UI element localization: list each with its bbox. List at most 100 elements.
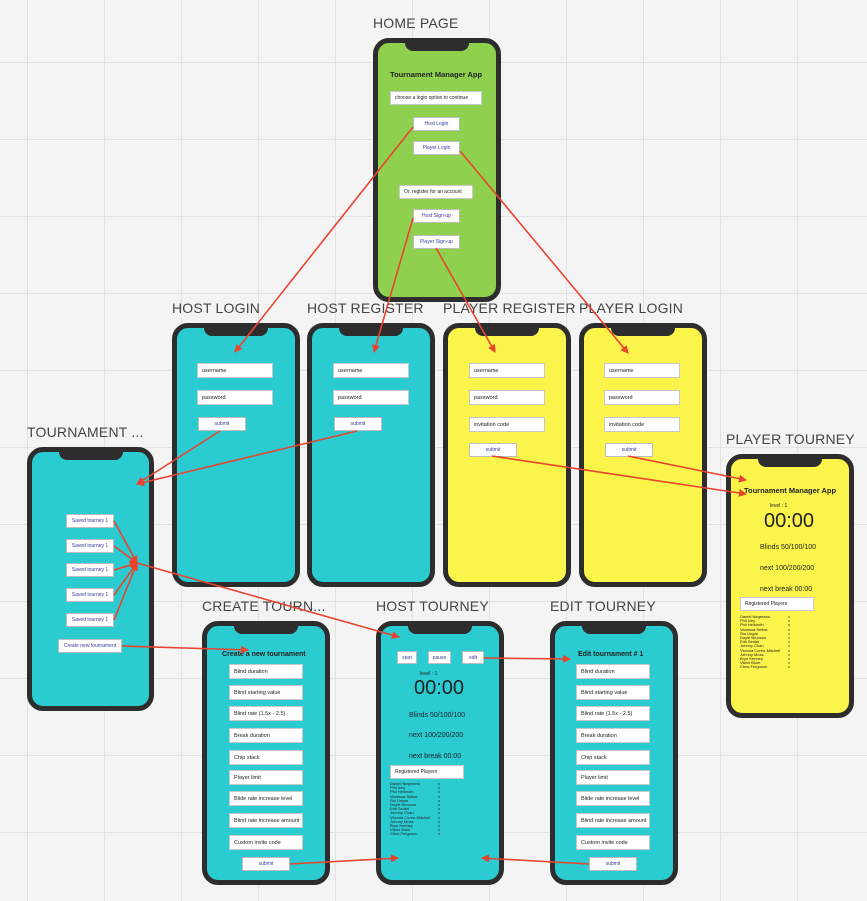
player-login-button[interactable]: Player Login: [413, 141, 460, 155]
custom-invite-code-field[interactable]: Custom invite code: [229, 835, 303, 850]
blind-starting-value-field[interactable]: Blind starting value: [576, 685, 650, 700]
next-blinds-text: next 100/200/200: [409, 732, 464, 739]
password-field[interactable]: password: [469, 390, 545, 405]
title-host-register: HOST REGISTER: [307, 300, 424, 316]
player-limit-field[interactable]: Player limit: [576, 770, 650, 785]
password-field[interactable]: password: [604, 390, 680, 405]
blind-rate-field[interactable]: Blind rate (1.5x - 2.5): [576, 706, 650, 721]
username-field[interactable]: username: [469, 363, 545, 378]
saved-tourney-button[interactable]: Saved tourney 1: [66, 563, 114, 577]
blind-duration-field[interactable]: Blind duration: [229, 664, 303, 679]
invitation-code-field[interactable]: invitation code: [469, 417, 545, 432]
username-field[interactable]: username: [604, 363, 680, 378]
edit-button[interactable]: edit: [462, 651, 484, 664]
player-tourney-phone: [726, 454, 854, 718]
submit-button[interactable]: submit: [242, 857, 290, 871]
title-host-tourney: HOST TOURNEY: [376, 598, 489, 614]
submit-button[interactable]: submit: [334, 417, 382, 431]
next-break-text: next break 00:00: [409, 753, 462, 760]
edit-title: Edit tournament # 1: [578, 651, 644, 658]
saved-tourney-button[interactable]: Saved tourney 1: [66, 539, 114, 553]
submit-button[interactable]: submit: [469, 443, 517, 457]
blind-starting-value-field[interactable]: Blind starting value: [229, 685, 303, 700]
host-tourney-phone: [376, 621, 504, 885]
choose-login-text: choose a login option to continue: [390, 91, 482, 105]
saved-tourney-button[interactable]: Saved tourney 1: [66, 588, 114, 602]
phone-notch: [582, 626, 646, 634]
timer-display: 00:00: [764, 510, 815, 532]
blind-rate-increase-amount-field[interactable]: Blind rate increase amount: [229, 813, 303, 828]
submit-button[interactable]: submit: [198, 417, 246, 431]
blind-rate-field[interactable]: Blind rate (1.5x - 2.5): [229, 706, 303, 721]
next-blinds-text: next 100/200/200: [760, 565, 815, 572]
host-login-button[interactable]: Host Login: [413, 117, 460, 131]
phone-notch: [611, 328, 675, 336]
create-new-tournament-button[interactable]: Create new tournament: [58, 639, 122, 653]
submit-button[interactable]: submit: [589, 857, 637, 871]
saved-tourney-button[interactable]: Saved tourney 1: [66, 613, 114, 627]
password-field[interactable]: password: [333, 390, 409, 405]
home-app-title: Tournament Manager App: [390, 70, 483, 79]
create-title: Create a new tournament: [222, 651, 306, 658]
next-break-text: next break 00:00: [760, 586, 813, 593]
title-player-register: PLAYER REGISTER: [443, 300, 576, 316]
phone-notch: [758, 459, 822, 467]
custom-invite-code-field[interactable]: Custom invite code: [576, 835, 650, 850]
player-signup-button[interactable]: Player Sign-up: [413, 235, 460, 249]
timer-display: 00:00: [414, 677, 465, 699]
player-app-title: Tournament Manager App: [744, 486, 837, 495]
phone-notch: [408, 626, 472, 634]
player-limit-field[interactable]: Player limit: [229, 770, 303, 785]
password-field[interactable]: password: [197, 390, 273, 405]
title-player-tourney: PLAYER TOURNEY: [726, 431, 855, 447]
level-text: level : 1: [770, 503, 788, 509]
title-create-tournament: CREATE TOURN...: [202, 598, 326, 614]
invitation-code-field[interactable]: invitation code: [604, 417, 680, 432]
phone-notch: [339, 328, 403, 336]
blind-rate-increase-level-field[interactable]: Blide rate increase level: [576, 791, 650, 806]
break-duration-field[interactable]: Break duration: [576, 728, 650, 743]
saved-tourney-button[interactable]: Saved tourney 1: [66, 514, 114, 528]
registered-players-header: Registered Players: [740, 597, 814, 611]
title-player-login: PLAYER LOGIN: [579, 300, 684, 316]
username-field[interactable]: username: [197, 363, 273, 378]
chip-stack-field[interactable]: Chip stack: [229, 750, 303, 765]
blinds-text: Blinds 50/100/100: [409, 712, 466, 719]
phone-notch: [58, 452, 123, 460]
phone-notch: [405, 43, 469, 51]
submit-button[interactable]: submit: [605, 443, 653, 457]
tournament-list-phone: [27, 447, 154, 711]
host-signup-button[interactable]: Host Sign-up: [413, 209, 460, 223]
username-field[interactable]: username: [333, 363, 409, 378]
blind-rate-increase-level-field[interactable]: Blide rate increase level: [229, 791, 303, 806]
break-duration-field[interactable]: Break duration: [229, 728, 303, 743]
pause-button[interactable]: pause: [428, 651, 451, 664]
chip-stack-field[interactable]: Chip stack: [576, 750, 650, 765]
blind-duration-field[interactable]: Blind duration: [576, 664, 650, 679]
title-edit-tourney: EDIT TOURNEY: [550, 598, 656, 614]
level-text: level : 1: [420, 671, 438, 677]
start-button[interactable]: start: [397, 651, 417, 664]
blind-rate-increase-amount-field[interactable]: Blind rate increase amount: [576, 813, 650, 828]
